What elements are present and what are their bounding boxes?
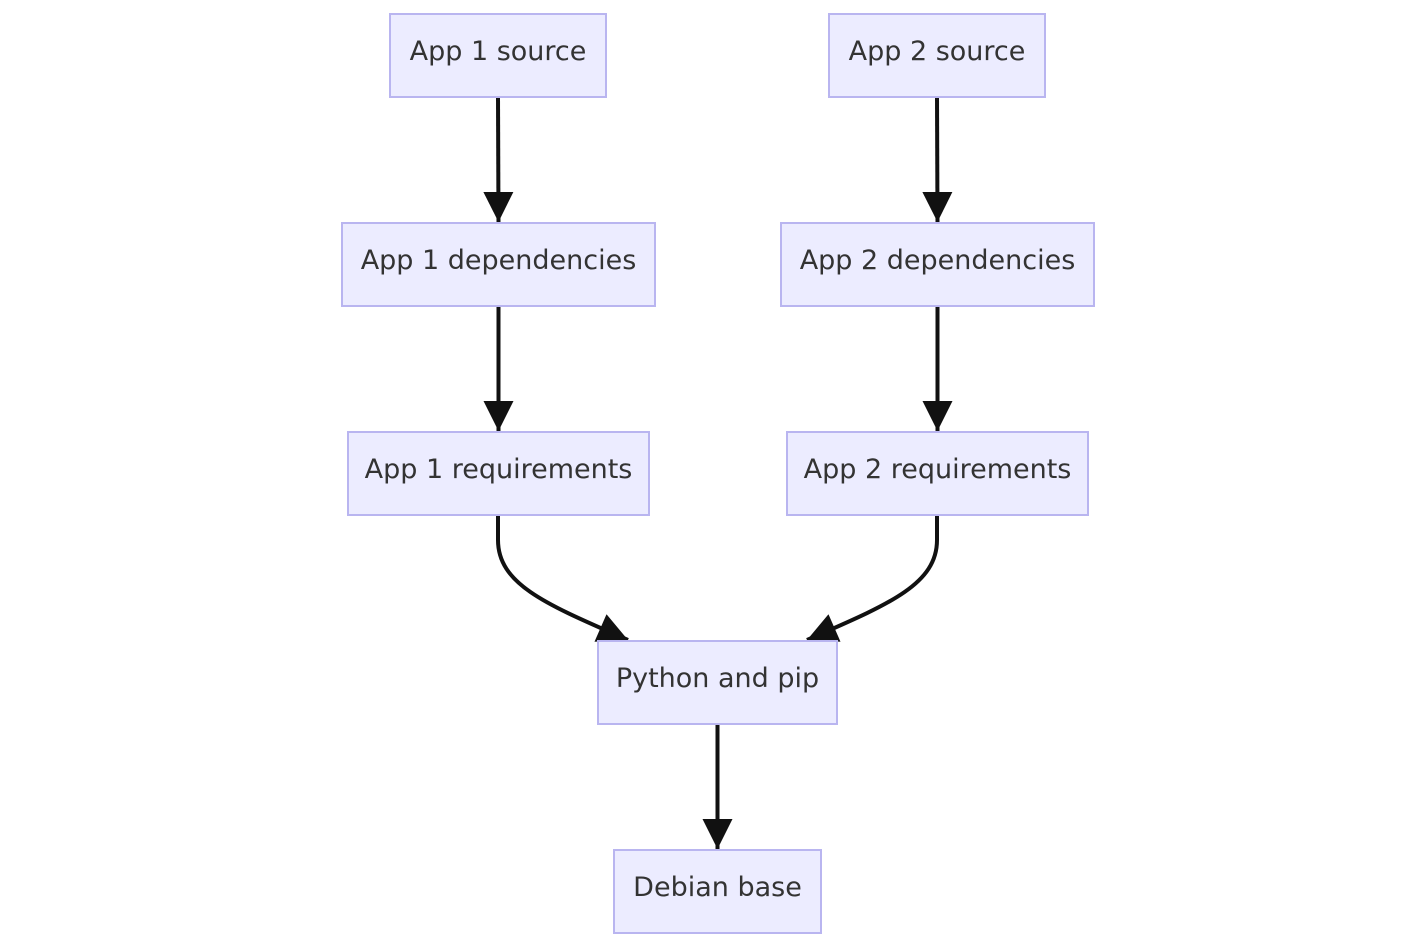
node-app1-deps: App 1 dependencies [341, 222, 656, 307]
node-label-app1-source: App 1 source [410, 36, 587, 67]
node-box-app2-deps [780, 222, 1095, 307]
edges-layer [483, 96, 953, 849]
node-app2-deps: App 2 dependencies [780, 222, 1095, 307]
node-box-app2-reqs [786, 431, 1089, 516]
node-box-app1-source [389, 13, 607, 98]
edge-app2-reqs-to-python-pip [806, 515, 939, 642]
node-app2-reqs: App 2 requirements [786, 431, 1089, 516]
node-label-python-pip: Python and pip [616, 663, 819, 694]
node-debian-base: Debian base [613, 849, 822, 934]
node-python-pip: Python and pip [597, 640, 838, 725]
edge-app1-source-to-app1-deps [483, 96, 514, 223]
node-label-debian-base: Debian base [633, 872, 802, 903]
node-box-app1-deps [341, 222, 656, 307]
edge-app1-reqs-to-python-pip [496, 515, 629, 642]
node-box-app2-source [828, 13, 1046, 98]
node-label-app1-deps: App 1 dependencies [361, 245, 637, 276]
node-app1-reqs: App 1 requirements [347, 431, 650, 516]
node-box-debian-base [613, 849, 822, 934]
node-box-app1-reqs [347, 431, 650, 516]
node-app2-source: App 2 source [828, 13, 1046, 98]
edge-app2-source-to-app2-deps [922, 96, 953, 223]
node-label-app1-reqs: App 1 requirements [365, 454, 633, 485]
node-label-app2-source: App 2 source [849, 36, 1026, 67]
node-label-app2-deps: App 2 dependencies [800, 245, 1076, 276]
node-box-python-pip [597, 640, 838, 725]
node-app1-source: App 1 source [389, 13, 607, 98]
node-label-app2-reqs: App 2 requirements [804, 454, 1072, 485]
